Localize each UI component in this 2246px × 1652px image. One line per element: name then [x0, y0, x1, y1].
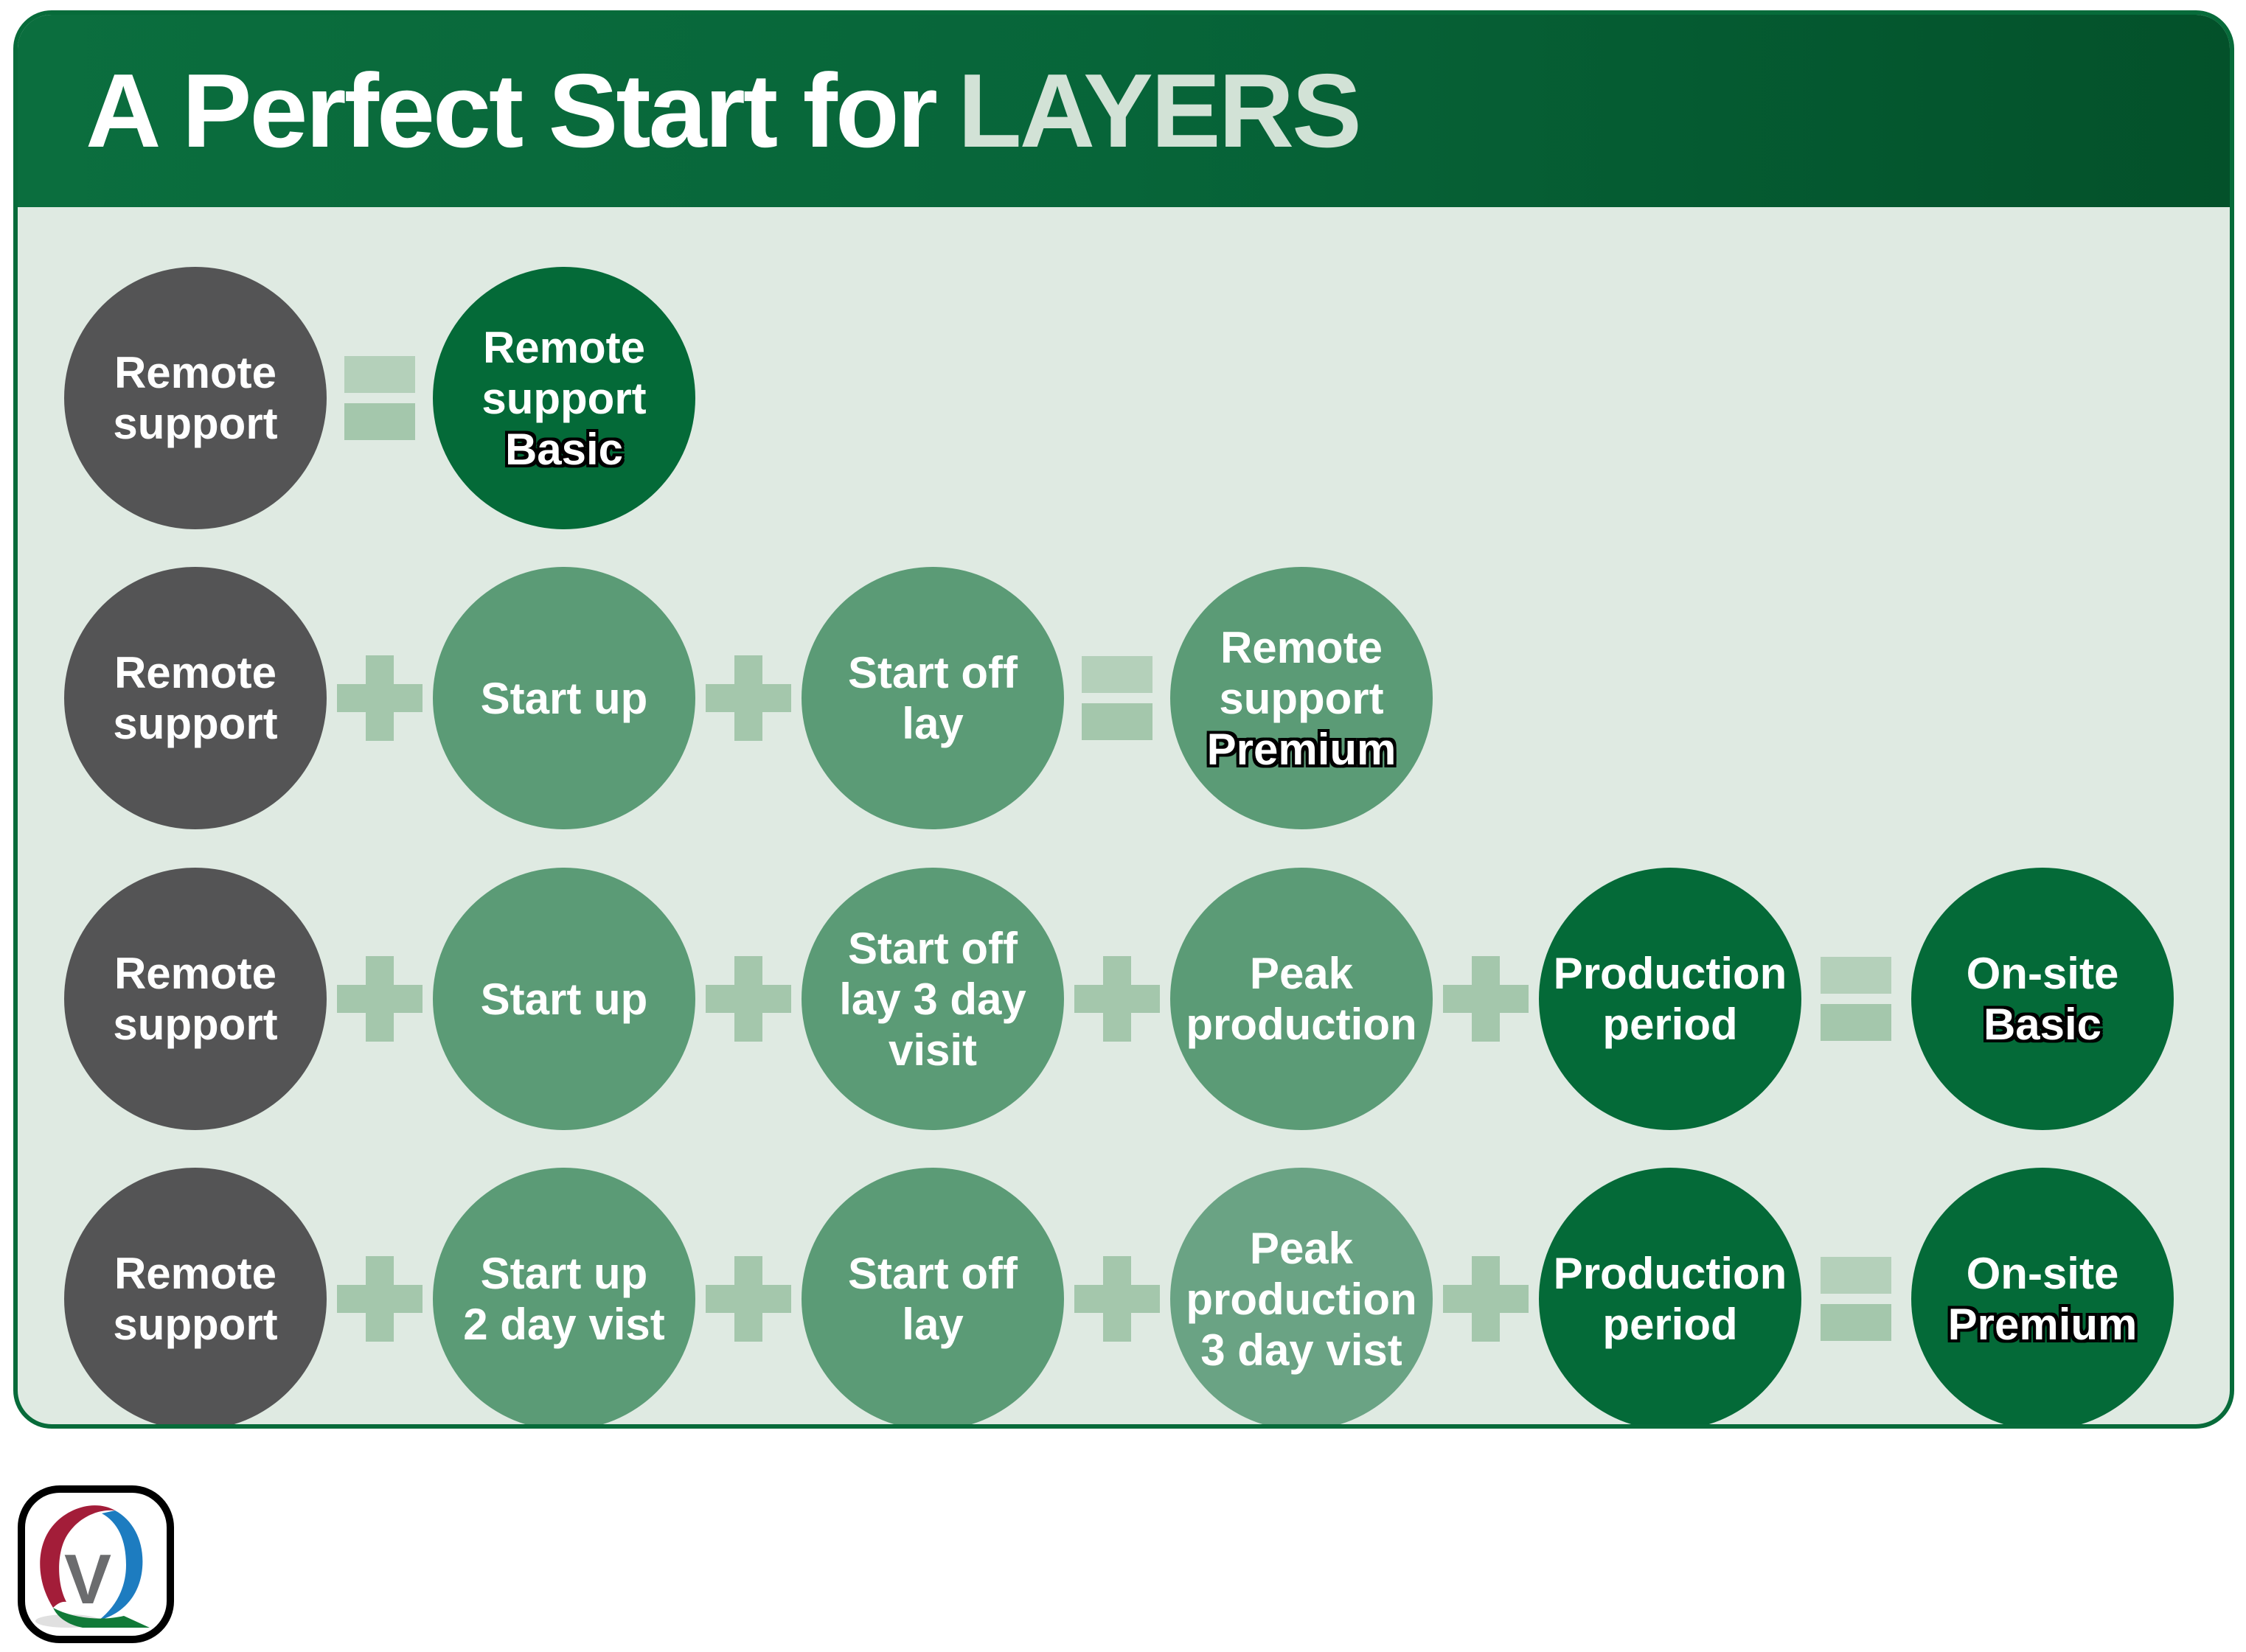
node-highlight-label: Premium — [1947, 1300, 2138, 1349]
node-highlight-label: Premium — [1206, 724, 1397, 774]
node-start-up: Start up — [433, 868, 695, 1130]
plus-icon — [1443, 1256, 1529, 1342]
brand-logo: V — [18, 1485, 174, 1643]
plus-icon — [337, 1256, 423, 1342]
node-label: Start off lay — [848, 1249, 1018, 1349]
node-label: Start off lay — [848, 648, 1018, 748]
node-remote-support: Remote support — [64, 567, 327, 829]
node-remote-support: Remote support — [64, 868, 327, 1130]
node-highlight-label: Basic — [504, 424, 624, 474]
node-production-period: Production period — [1539, 868, 1801, 1130]
node-peak-production-3-day-visit: Peak production 3 day vist — [1170, 1168, 1433, 1424]
equals-icon — [1821, 957, 1891, 1041]
node-label: Remote support — [113, 648, 278, 748]
plus-icon — [337, 655, 423, 741]
node-label: Remote support — [113, 348, 278, 448]
plus-icon — [1074, 956, 1160, 1042]
node-label: Remote support — [1219, 622, 1384, 723]
node-label: Start up — [480, 974, 648, 1024]
node-label: Peak production — [1186, 949, 1417, 1049]
plus-icon — [337, 956, 423, 1042]
node-label: Remote support — [481, 322, 647, 423]
node-on-site-premium: On-site Premium — [1911, 1168, 2174, 1424]
node-remote-support-premium: Remote support Premium — [1170, 567, 1433, 829]
node-remote-support: Remote support — [64, 267, 327, 529]
node-label: Production period — [1553, 1249, 1787, 1349]
logo-red-ribbon — [40, 1505, 115, 1608]
equals-icon — [344, 356, 415, 440]
node-label: Peak production 3 day vist — [1186, 1223, 1417, 1375]
node-start-off-lay-3-day-visit: Start off lay 3 day visit — [802, 868, 1064, 1130]
node-label: Production period — [1553, 949, 1787, 1049]
equals-icon — [1821, 1257, 1891, 1341]
node-label: Start up 2 day vist — [463, 1249, 665, 1349]
node-start-up-2-day-visit: Start up 2 day vist — [433, 1168, 695, 1424]
logo-blue-ribbon — [99, 1510, 143, 1620]
node-remote-support-basic: Remote support Basic — [433, 267, 695, 529]
logo-green-ribbon — [53, 1608, 150, 1628]
plus-icon — [706, 655, 791, 741]
node-highlight-label: Basic — [1983, 1000, 2102, 1049]
node-start-off-lay: Start off lay — [802, 567, 1064, 829]
node-on-site-basic: On-site Basic — [1911, 868, 2174, 1130]
logo-letter: V — [64, 1540, 111, 1619]
plus-icon — [1074, 1256, 1160, 1342]
plus-icon — [706, 1256, 791, 1342]
node-label: On-site — [1966, 949, 2119, 998]
node-label: Remote support — [113, 949, 278, 1049]
node-peak-production: Peak production — [1170, 868, 1433, 1130]
title-prefix: A Perfect Start for — [86, 52, 938, 170]
node-label: On-site — [1966, 1249, 2119, 1298]
node-start-off-lay: Start off lay — [802, 1168, 1064, 1424]
node-label: Remote support — [113, 1249, 278, 1349]
node-production-period: Production period — [1539, 1168, 1801, 1424]
node-remote-support: Remote support — [64, 1168, 327, 1424]
node-label: Start up — [480, 673, 648, 723]
plus-icon — [706, 956, 791, 1042]
node-start-up: Start up — [433, 567, 695, 829]
title-accent: LAYERS — [957, 52, 1362, 170]
equals-icon — [1082, 656, 1152, 740]
plus-icon — [1443, 956, 1529, 1042]
node-label: Start off lay 3 day visit — [839, 923, 1026, 1075]
